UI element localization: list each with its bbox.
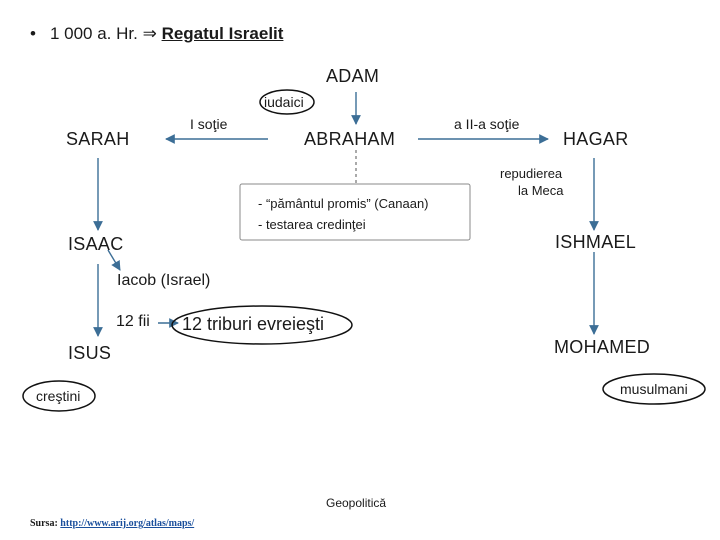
bullet-glyph: • bbox=[30, 24, 36, 43]
label-iudaici: iudaici bbox=[264, 94, 304, 110]
crestini-ring bbox=[22, 380, 96, 412]
date-text: 1 000 a. Hr. bbox=[49, 24, 138, 43]
label-repudiation: repudierea bbox=[500, 166, 563, 181]
node-abraham: ABRAHAM bbox=[304, 129, 396, 149]
iudaici-ring bbox=[259, 89, 315, 115]
promise-box bbox=[239, 183, 471, 241]
node-isus: ISUS bbox=[68, 343, 112, 363]
node-adam: ADAM bbox=[326, 66, 380, 86]
musulmani-ring bbox=[602, 373, 706, 405]
node-sarah: SARAH bbox=[66, 129, 130, 149]
node-hagar: HAGAR bbox=[563, 129, 629, 149]
label-at-mecca: la Meca bbox=[518, 183, 564, 198]
node-mohamed: MOHAMED bbox=[554, 337, 651, 357]
label-crestini: creştini bbox=[36, 388, 81, 404]
node-isaac: ISAAC bbox=[68, 234, 124, 254]
node-ishmael: ISHMAEL bbox=[555, 232, 637, 252]
promise-line-2: - testarea credinţei bbox=[258, 217, 366, 232]
source-line: Sursa: http://www.arij.org/atlas/maps/ bbox=[30, 518, 194, 529]
source-label: Sursa: bbox=[30, 518, 58, 529]
tribes-ring bbox=[171, 305, 353, 345]
label-first-wife: I soţie bbox=[190, 116, 228, 132]
node-iacob: Iacob (Israel) bbox=[117, 272, 211, 289]
footer-title: Geopolitică bbox=[326, 496, 387, 510]
label-second-wife: a II-a soţie bbox=[454, 116, 520, 132]
title-line: • 1 000 a. Hr. ⇒ Regatul Israelit bbox=[30, 24, 283, 44]
label-sons: 12 fii bbox=[116, 313, 150, 330]
promise-line-1: - “pământul promis” (Canaan) bbox=[258, 196, 429, 211]
arrow-isaac-to-iacob bbox=[107, 249, 121, 271]
kingdom-title: Regatul Israelit bbox=[161, 24, 284, 43]
label-tribes: 12 triburi evreieşti bbox=[182, 314, 325, 334]
label-musulmani: musulmani bbox=[620, 381, 688, 397]
source-link[interactable]: http://www.arij.org/atlas/maps/ bbox=[60, 518, 195, 529]
implies-symbol: ⇒ bbox=[142, 24, 157, 43]
